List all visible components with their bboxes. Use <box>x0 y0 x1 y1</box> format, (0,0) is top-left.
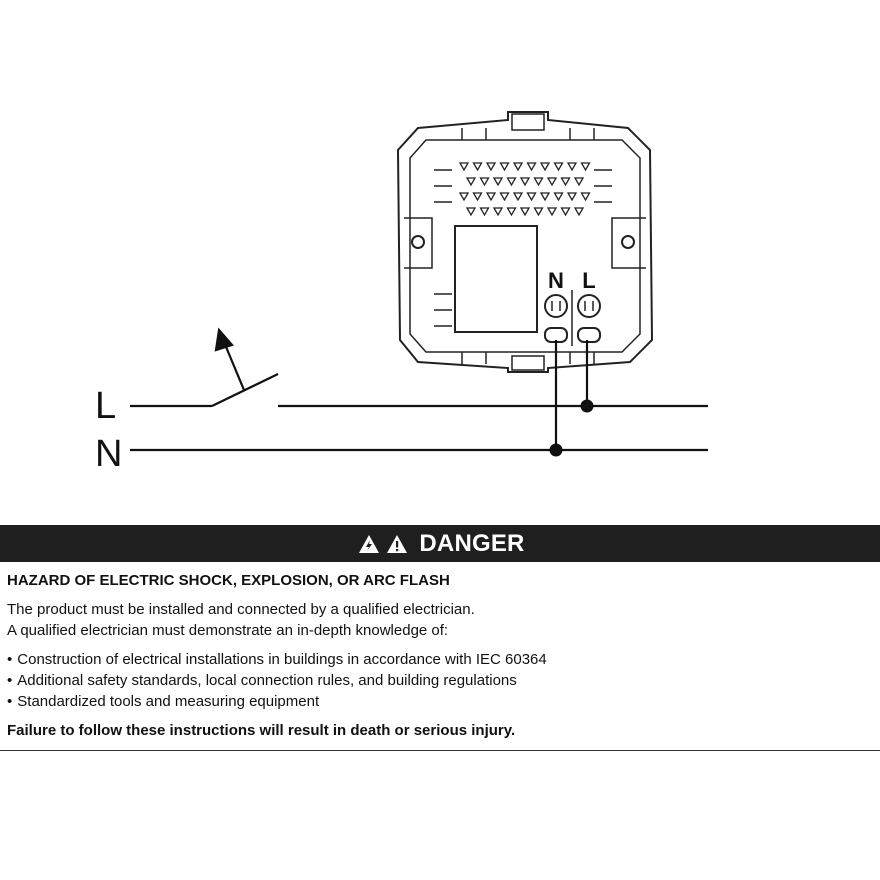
vent-triangle <box>519 177 531 187</box>
warning-triangle-icon <box>387 534 408 553</box>
vent-triangle <box>539 162 551 172</box>
vent-triangle <box>546 177 558 187</box>
vent-triangle <box>553 162 564 172</box>
vent-triangle <box>519 207 531 217</box>
electric-hazard-icon <box>359 534 380 553</box>
bottom-divider <box>0 750 880 751</box>
failure-statement: Failure to follow these instructions wil… <box>7 722 516 739</box>
vent-triangle <box>479 177 490 187</box>
vent-triangle <box>553 192 564 202</box>
vent-triangle <box>465 177 477 187</box>
vent-triangle <box>573 207 585 217</box>
vent-triangle <box>560 177 571 187</box>
hazard-heading: HAZARD OF ELECTRIC SHOCK, EXPLOSION, OR … <box>7 572 450 589</box>
intro-line: A qualified electrician must demonstrate… <box>7 622 449 639</box>
vent-triangle <box>506 177 517 187</box>
vent-triangle <box>526 192 537 202</box>
vent-triangle <box>458 162 470 172</box>
vent-triangle <box>560 207 571 217</box>
terminal-screws <box>544 290 601 346</box>
vent-triangle <box>458 192 470 202</box>
vent-triangle <box>512 192 524 202</box>
device-outline <box>396 111 654 373</box>
danger-header: DANGER <box>0 525 880 562</box>
vent-triangle <box>580 162 591 172</box>
vent-triangle <box>580 192 591 202</box>
danger-title: DANGER <box>419 529 525 557</box>
vent-triangle <box>566 162 578 172</box>
terminal-neutral-label: N <box>548 268 564 293</box>
list-item: Construction of electrical installations… <box>7 649 873 670</box>
vent-triangle <box>533 207 544 217</box>
vent-triangle <box>546 207 558 217</box>
vent-triangle <box>512 162 524 172</box>
vent-triangle <box>566 192 578 202</box>
vent-triangle <box>472 192 483 202</box>
vent-triangles <box>458 162 591 217</box>
line-junction-dot <box>580 399 594 413</box>
wiring-diagram: N L L N <box>95 111 708 475</box>
vent-triangle <box>506 207 517 217</box>
intro-line: The product must be installed and connec… <box>7 601 475 618</box>
line-wire-label: L <box>95 385 116 427</box>
wires <box>130 327 708 452</box>
list-item: Additional safety standards, local conne… <box>7 670 873 691</box>
requirements-list: Construction of electrical installations… <box>7 649 873 712</box>
vent-triangle <box>533 177 544 187</box>
neutral-junction-dot <box>549 443 563 457</box>
vent-triangle <box>492 177 504 187</box>
vent-triangle <box>526 162 537 172</box>
terminal-line-label: L <box>582 268 595 293</box>
neutral-wire-label: N <box>95 433 122 475</box>
vent-triangle <box>499 162 510 172</box>
vent-triangle <box>573 177 585 187</box>
vent-triangle <box>492 207 504 217</box>
warning-body: HAZARD OF ELECTRIC SHOCK, EXPLOSION, OR … <box>7 572 873 739</box>
vent-triangle <box>499 192 510 202</box>
vent-triangle <box>485 162 497 172</box>
vent-triangle <box>479 207 490 217</box>
list-item: Standardized tools and measuring equipme… <box>7 691 873 712</box>
vent-triangle <box>485 192 497 202</box>
vent-triangle <box>472 162 483 172</box>
vent-triangle <box>465 207 477 217</box>
vent-triangle <box>539 192 551 202</box>
